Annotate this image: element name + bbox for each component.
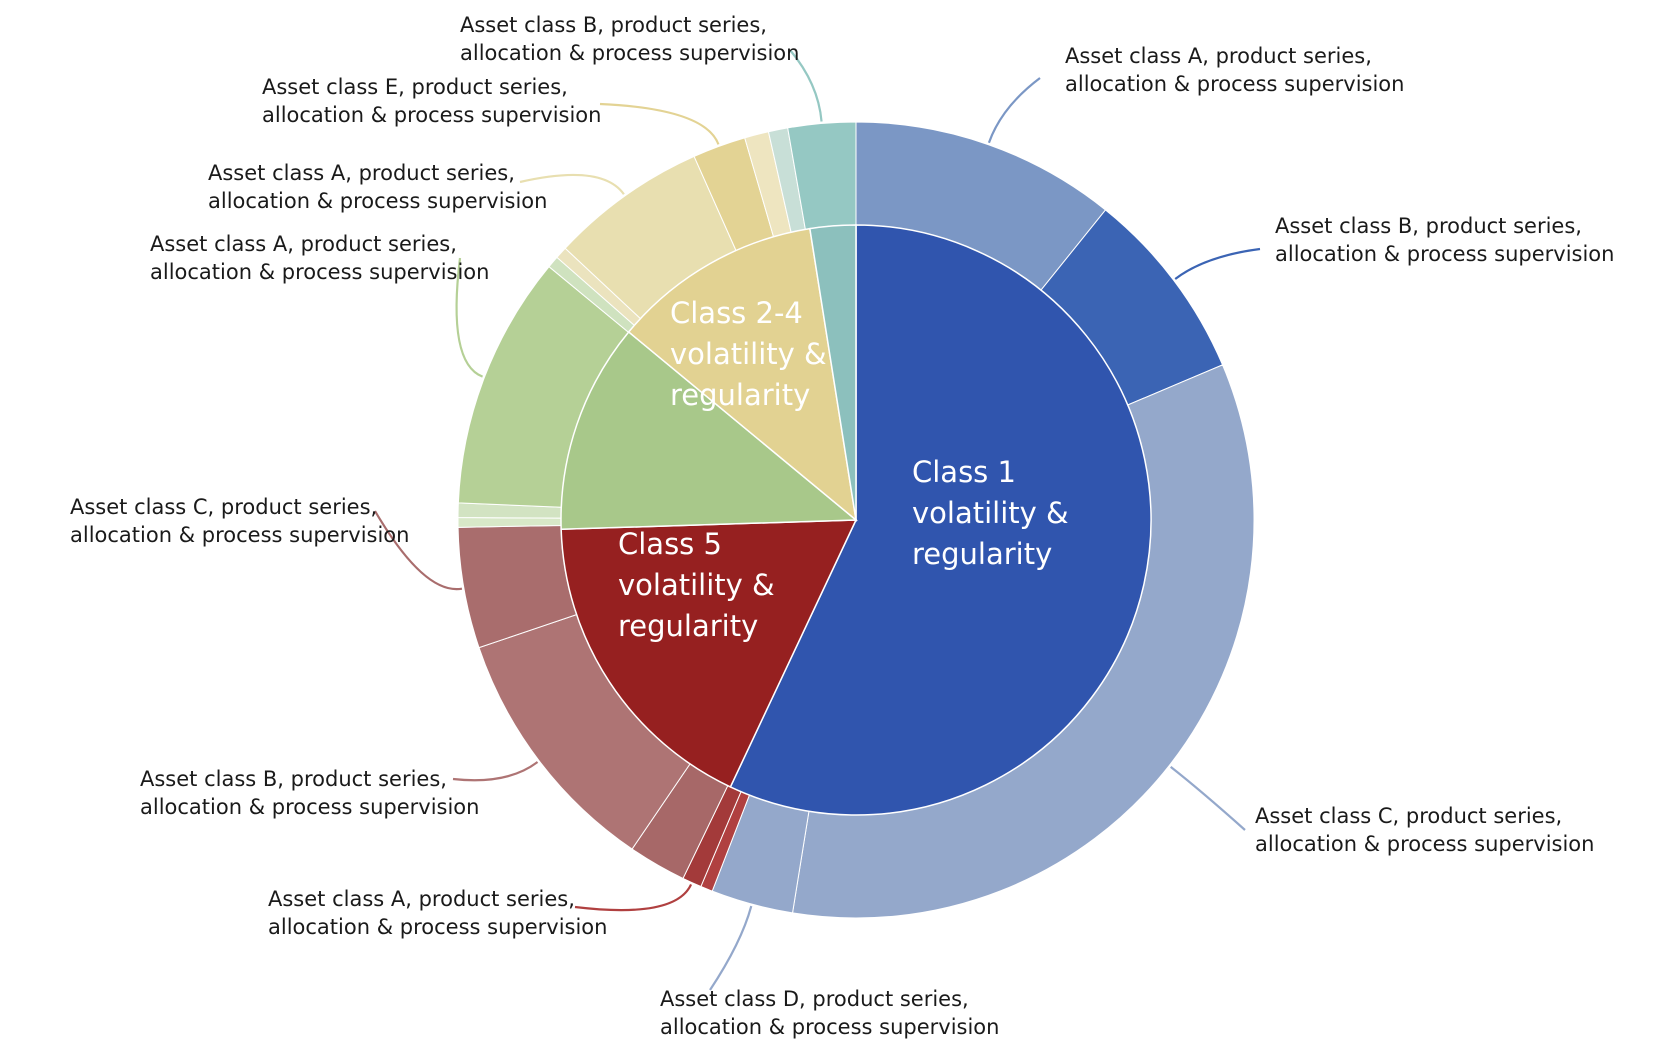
- inner-slice-class-5: [560, 519, 858, 788]
- leader-line: [789, 49, 823, 122]
- leader-line: [455, 257, 484, 378]
- annotation-label: Asset class D, product series,allocation…: [660, 987, 999, 1039]
- inner-slice-class-2-4-yellow: [627, 227, 858, 522]
- annotation-label: Asset class C, product series,allocation…: [1255, 804, 1594, 856]
- annotation-label: Asset class A, product series,allocation…: [150, 232, 489, 284]
- leader-line: [1174, 247, 1261, 280]
- annotation-label: Asset class E, product series,allocation…: [262, 75, 601, 127]
- leader-line: [452, 761, 539, 782]
- annotation-label: Asset class A, product series,allocation…: [208, 161, 547, 213]
- annotation-label: Asset class A, product series,allocation…: [1065, 44, 1404, 96]
- inner-ring: [560, 224, 1152, 816]
- leader-line: [574, 883, 693, 912]
- leader-line: [519, 173, 625, 195]
- inner-slice-class-1: [729, 224, 1152, 816]
- leader-line: [599, 102, 720, 145]
- inner-slice-teal: [808, 224, 857, 521]
- outer-ring: [457, 121, 1255, 919]
- leader-line: [709, 905, 753, 991]
- annotation-label: Asset class B, product series,allocation…: [460, 13, 799, 65]
- annotation-label: Asset class B, product series,allocation…: [140, 767, 479, 819]
- inner-slice-class-2-4-green: [560, 330, 859, 531]
- outer-slice: [457, 517, 562, 528]
- annotations: Asset class A, product series,allocation…: [70, 13, 1614, 1039]
- annotation-label: Asset class B, product series,allocation…: [1275, 214, 1614, 266]
- leader-line: [374, 510, 463, 591]
- leader-line: [1170, 766, 1246, 831]
- annotation-label: Asset class A, product series,allocation…: [268, 887, 607, 939]
- leader-lines: [374, 49, 1261, 991]
- leader-line: [987, 77, 1041, 144]
- annotation-label: Asset class C, product series,allocation…: [70, 495, 409, 547]
